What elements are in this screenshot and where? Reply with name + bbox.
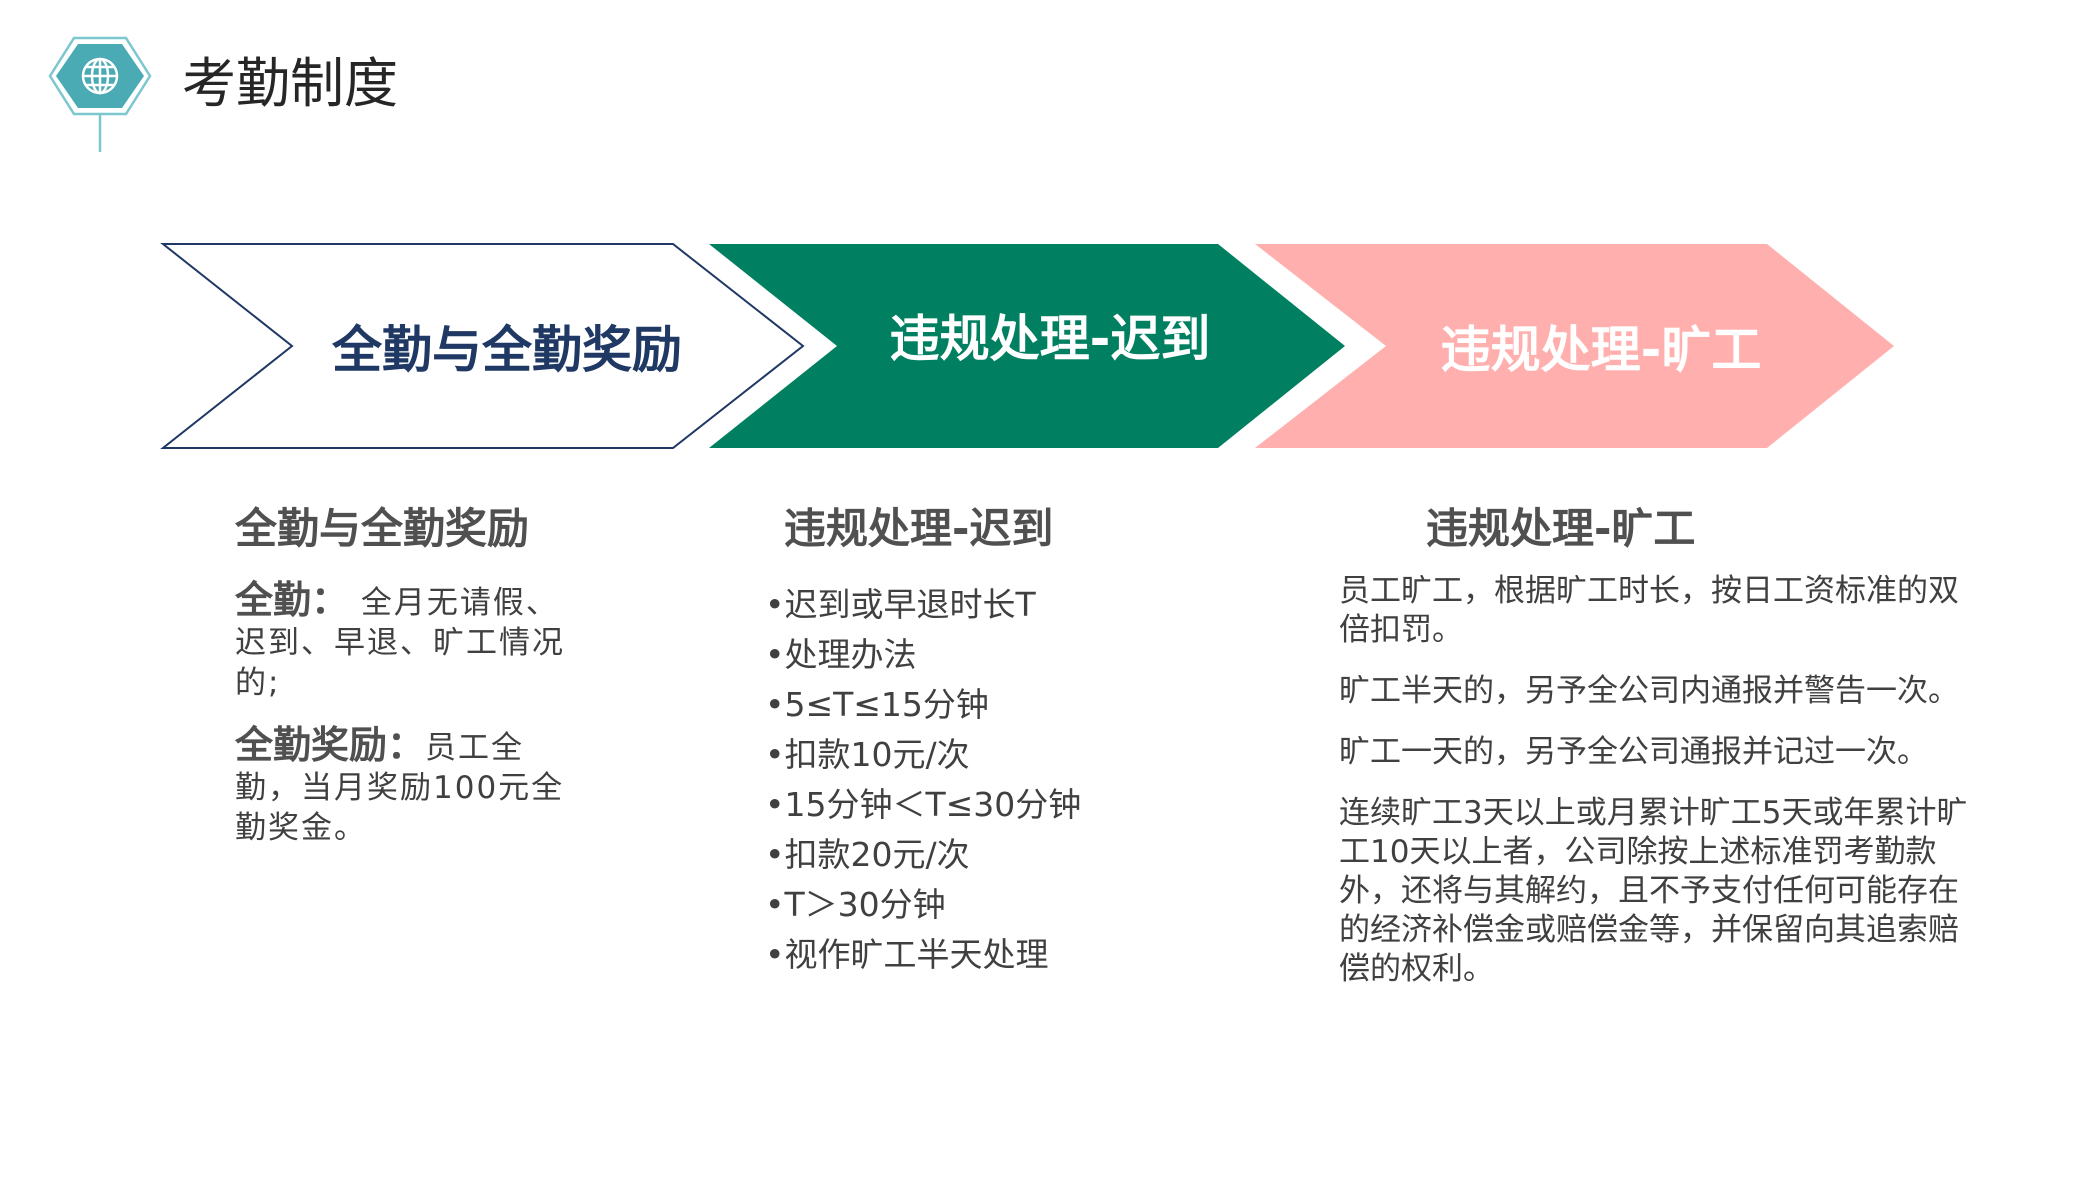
list-item: •T＞30分钟: [765, 885, 946, 924]
globe-icon: [48, 36, 152, 152]
attendance-heading: 全勤与全勤奖励: [235, 504, 530, 553]
attendance-body: 全勤： 全月无请假、迟到、早退、旷工情况的; 全勤奖励：员工全勤，当月奖励100…: [235, 580, 580, 870]
page-title: 考勤制度: [182, 52, 398, 115]
arrow-shape-absence: [1255, 244, 1894, 448]
attendance-bonus-item: 全勤奖励：员工全勤，当月奖励100元全勤奖金。: [235, 723, 565, 846]
arrow-shape-attendance: [160, 243, 805, 449]
arrow-label-attendance: 全勤与全勤奖励: [332, 321, 682, 379]
list-item: •5≤T≤15分钟: [765, 685, 989, 724]
arrow-shape-late: [709, 244, 1345, 448]
late-heading: 违规处理-迟到: [784, 504, 1054, 553]
process-arrows: [160, 243, 1894, 449]
paragraph: 员工旷工，根据旷工时长，按日工资标准的双倍扣罚。: [1339, 573, 1959, 648]
arrow-label-absence: 违规处理-旷工: [1440, 321, 1762, 379]
list-item: •处理办法: [765, 635, 917, 674]
full-attendance-item: 全勤： 全月无请假、迟到、早退、旷工情况的;: [235, 578, 565, 701]
absence-body: 员工旷工，根据旷工时长，按日工资标准的双倍扣罚。 旷工半天的，另予全公司内通报并…: [1339, 572, 1989, 1011]
absence-heading: 违规处理-旷工: [1426, 504, 1696, 553]
paragraph: 旷工一天的，另予全公司通报并记过一次。: [1339, 734, 1928, 770]
list-item: •迟到或早退时长T: [765, 585, 1036, 624]
late-bullets: •迟到或早退时长T •处理办法 •5≤T≤15分钟 •扣款10元/次 •15分钟…: [765, 580, 1081, 980]
list-item: •视作旷工半天处理: [765, 935, 1049, 974]
arrow-label-late: 违规处理-迟到: [889, 310, 1211, 368]
paragraph: 连续旷工3天以上或月累计旷工5天或年累计旷工10天以上者，公司除按上述标准罚考勤…: [1339, 795, 1968, 987]
list-item: •15分钟＜T≤30分钟: [765, 785, 1082, 824]
list-item: •扣款20元/次: [765, 835, 970, 874]
list-item: •扣款10元/次: [765, 735, 970, 774]
paragraph: 旷工半天的，另予全公司内通报并警告一次。: [1339, 673, 1959, 709]
